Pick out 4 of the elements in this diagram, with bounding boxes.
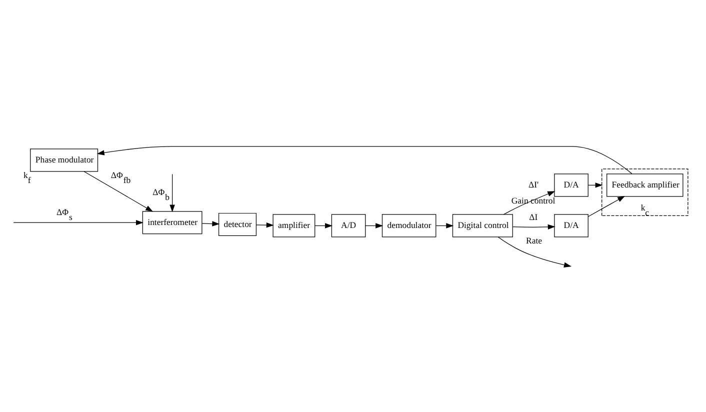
edge-label: Rate: [526, 235, 542, 246]
edge-label: ΔI: [529, 211, 538, 222]
node-label: Gain control: [511, 194, 556, 205]
edge-label: ΔI': [528, 178, 539, 189]
